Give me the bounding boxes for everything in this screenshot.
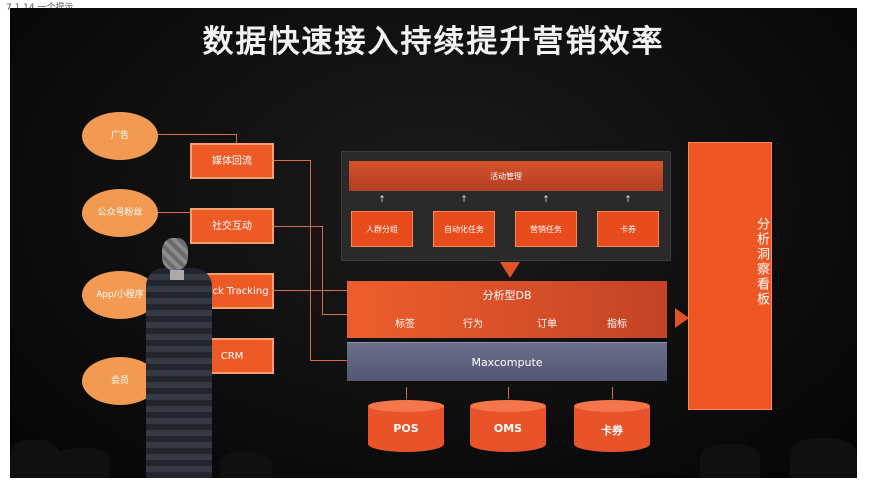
connector-line [612,387,613,399]
cylinder-body [470,406,546,452]
store-label: 卡券 [601,424,623,437]
presenter-figure [140,238,218,478]
presentation-slide: 数据快速接入持续提升营销效率 广告 公众号粉丝 App/小程序 会员 媒体回流 … [10,8,857,478]
store-pos-cylinder: POS [368,400,444,452]
presenter-head-blurred [162,238,188,270]
slide-title: 数据快速接入持续提升营销效率 [202,24,665,60]
cylinder-lid [470,400,546,412]
db-field-tags: 标签 [395,319,415,330]
connector-line [236,134,237,148]
store-label: POS [393,422,419,435]
cylinder-body [574,406,650,452]
connector-line [274,290,347,291]
photo-frame: 数据快速接入持续提升营销效率 广告 公众号粉丝 App/小程序 会员 媒体回流 … [10,8,857,478]
analytic-db-box: 分析型DB 标签 行为 订单 指标 [347,281,667,338]
module-coupon: 卡券 [597,211,659,247]
store-coupon-cylinder: 卡券 [574,400,650,452]
cylinder-body [368,406,444,452]
connector-line [274,226,322,227]
connector-line [310,360,347,361]
right-arrow-icon [675,308,689,328]
db-title: 分析型DB [482,289,532,302]
connector-line [126,212,190,213]
audience-head [10,440,60,478]
connector-line [126,134,236,135]
down-arrow-icon [500,262,520,278]
store-label: OMS [493,422,523,435]
store-oms-cylinder: OMS [470,400,546,452]
module-marketing-task: 营销任务 [515,211,577,247]
cylinder-lid [574,400,650,412]
connector-line [508,387,509,399]
up-arrow-icon: ↑ [542,195,550,205]
source-oval-ads: 广告 [82,112,158,160]
cylinder-lid [368,400,444,412]
channel-social: 社交互动 [190,208,274,244]
db-field-metrics: 指标 [607,319,627,330]
source-oval-members: 会员 [82,357,158,405]
connector-line [322,314,347,315]
db-field-behavior: 行为 [463,319,483,330]
presenter-neck [170,270,184,280]
up-arrow-icon: ↑ [460,195,468,205]
insight-label: 分析洞察看板 [754,217,769,307]
connector-line [406,387,407,399]
source-oval-app: App/小程序 [82,271,158,319]
connector-line [274,160,310,161]
up-arrow-icon: ↑ [624,195,632,205]
audience-head [220,452,272,478]
connector-line [322,226,323,314]
module-automation: 自动化任务 [433,211,495,247]
audience-head [790,438,857,478]
audience-head [700,444,760,478]
insight-dashboard-panel: 分析洞察看板 [688,142,772,410]
activity-management-bar: 活动管理 [349,161,663,191]
audience-head [54,448,110,478]
up-arrow-icon: ↑ [378,195,386,205]
db-field-orders: 订单 [537,319,557,330]
maxcompute-box: Maxcompute [347,342,667,381]
connector-line [310,160,311,360]
presenter-body [146,268,212,478]
module-crowd-grouping: 人群分组 [351,211,413,247]
channel-media-return: 媒体回流 [190,143,274,179]
source-oval-followers: 公众号粉丝 [82,189,158,237]
